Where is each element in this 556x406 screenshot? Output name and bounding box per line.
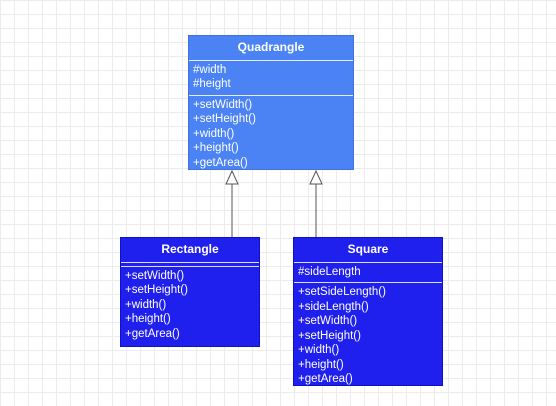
rectangle-class-box[interactable]: Rectangle +setWidth() +setHeight() +widt… bbox=[120, 237, 260, 347]
method: +width() bbox=[298, 344, 340, 356]
quadrangle-attributes: #width #height bbox=[189, 61, 353, 96]
method: +setHeight() bbox=[125, 284, 188, 296]
method: +setWidth() bbox=[298, 315, 358, 327]
attribute: #width bbox=[193, 63, 227, 76]
method: +setHeight() bbox=[298, 329, 361, 342]
square-class-box[interactable]: Square #sideLength +setSideLength() +sid… bbox=[293, 237, 443, 386]
method: +sideLength() bbox=[298, 300, 369, 313]
square-inheritance-arrowhead bbox=[309, 169, 323, 185]
quadrangle-class-box[interactable]: Quadrangle #width #height +setWidth() +s… bbox=[188, 35, 354, 170]
rectangle-methods: +setWidth() +setHeight() +width() +heigh… bbox=[121, 267, 259, 345]
method: +setHeight() bbox=[193, 113, 256, 125]
method: +setWidth() bbox=[193, 98, 253, 111]
method: +height() bbox=[125, 313, 171, 325]
square-class-name: Square bbox=[294, 238, 442, 263]
method: +getArea() bbox=[298, 373, 353, 385]
method: +width() bbox=[193, 127, 235, 140]
attribute: #sideLength bbox=[298, 265, 361, 278]
attribute: #height bbox=[193, 78, 231, 90]
rectangle-class-name: Rectangle bbox=[121, 238, 259, 263]
quadrangle-class-name: Quadrangle bbox=[189, 36, 353, 61]
method: +height() bbox=[298, 358, 344, 371]
square-methods: +setSideLength() +sideLength() +setWidth… bbox=[294, 283, 442, 390]
rectangle-attributes bbox=[121, 263, 259, 267]
quadrangle-methods: +setWidth() +setHeight() +width() +heigh… bbox=[189, 96, 353, 174]
method: +width() bbox=[125, 298, 167, 311]
method: +setWidth() bbox=[125, 269, 185, 282]
method: +setSideLength() bbox=[298, 286, 386, 298]
rectangle-inheritance-arrowhead bbox=[225, 169, 239, 185]
method: +height() bbox=[193, 142, 239, 154]
method: +getArea() bbox=[193, 156, 248, 169]
square-attributes: #sideLength bbox=[294, 263, 442, 283]
method: +getArea() bbox=[125, 327, 180, 340]
